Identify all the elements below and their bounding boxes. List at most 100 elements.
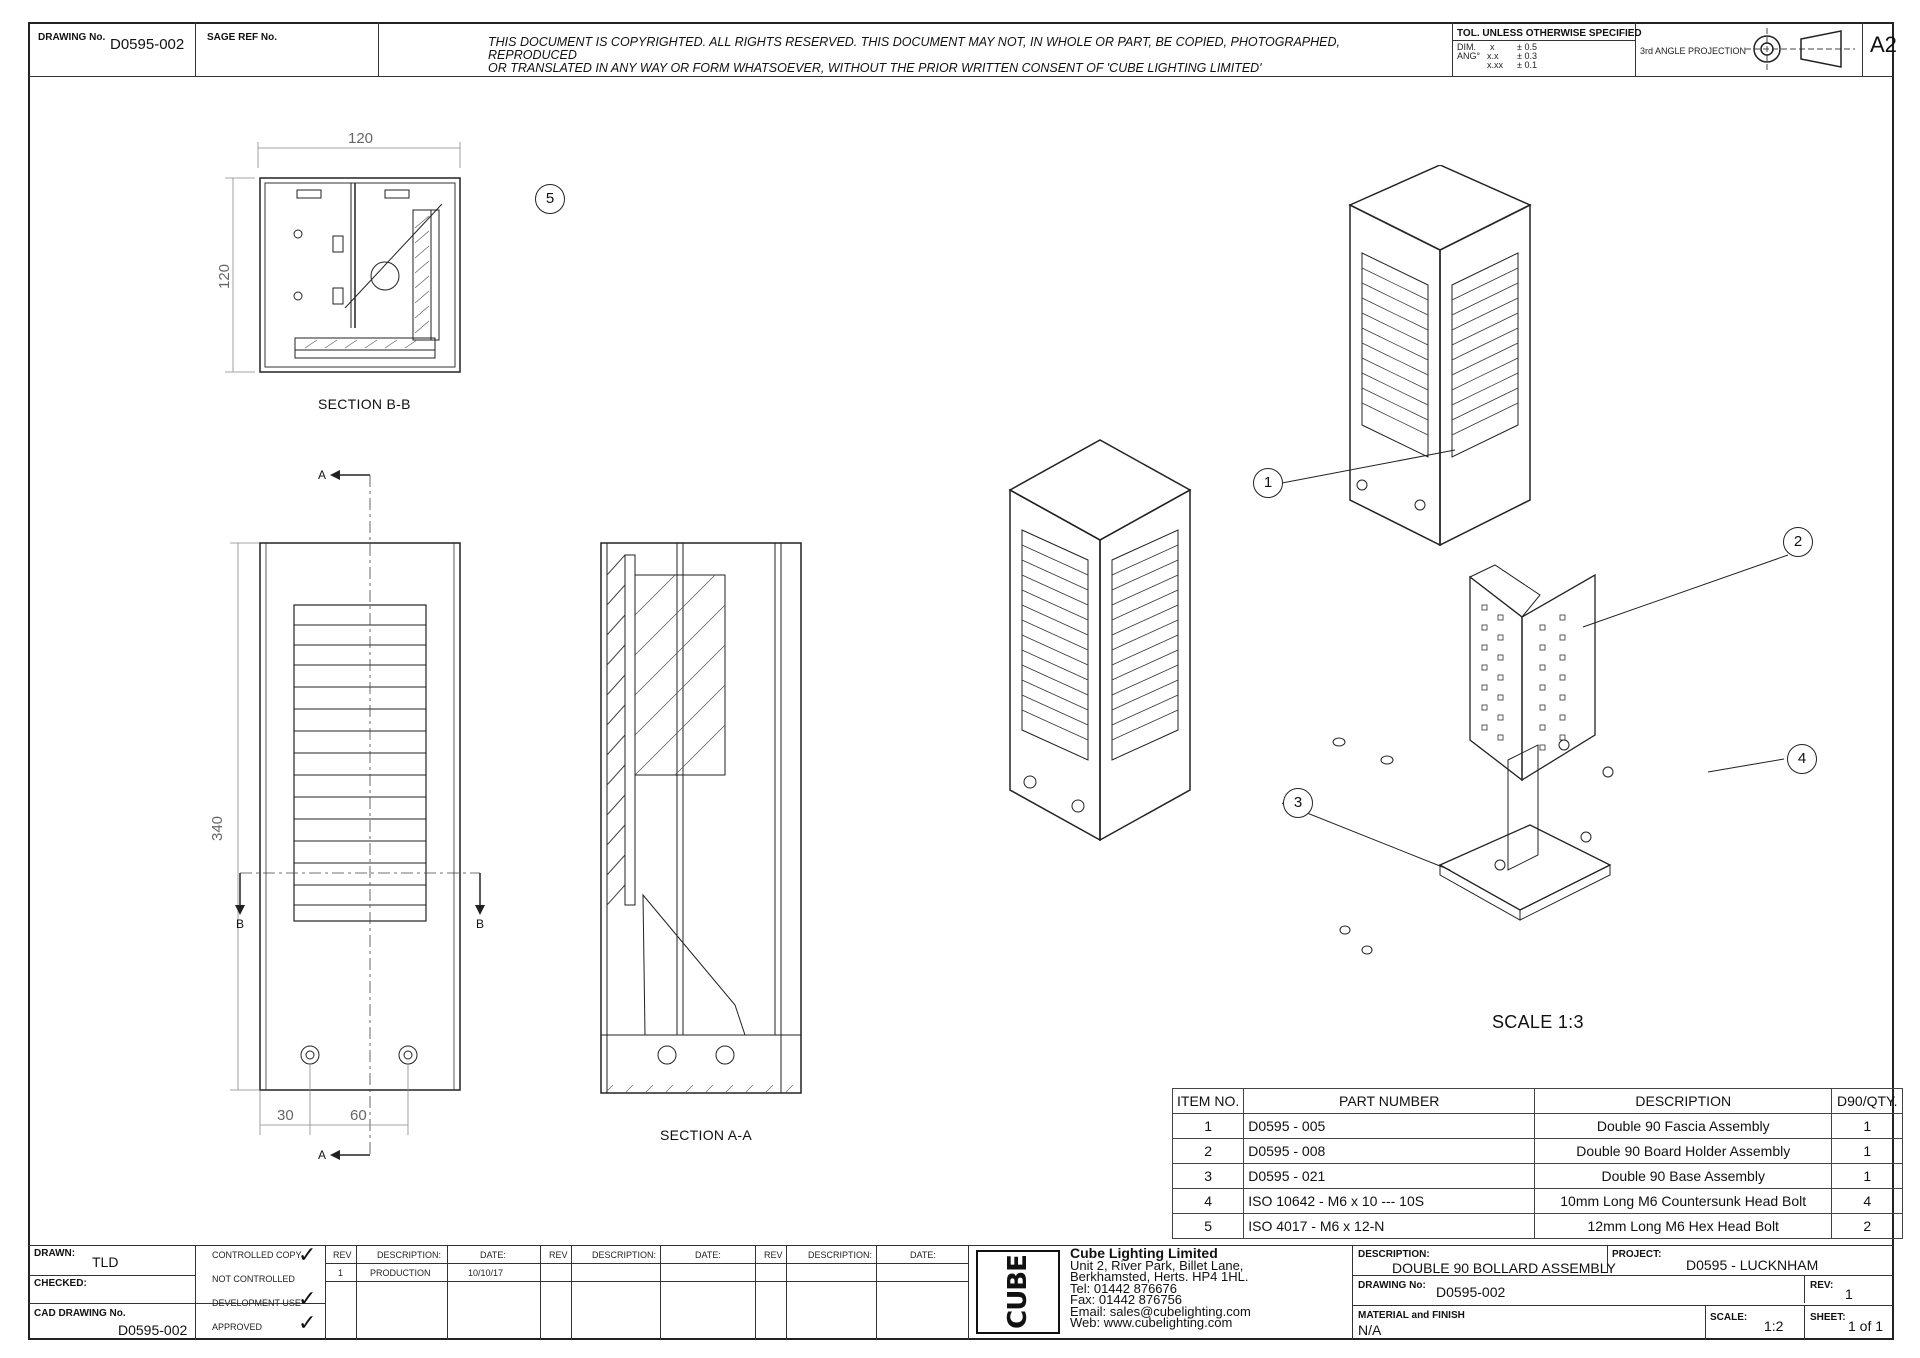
scale-label: SCALE:: [1710, 1312, 1748, 1323]
bill-of-materials: ITEM NO. PART NUMBER DESCRIPTION D90/QTY…: [1171, 1088, 1904, 1239]
bom-qty: 4: [1831, 1188, 1904, 1214]
status-controlled-copy: CONTROLLED COPY: [212, 1250, 302, 1260]
drawing-description: DOUBLE 90 BOLLARD ASSEMBLY: [1392, 1260, 1616, 1276]
tol-xxx-value: ± 0.1: [1517, 60, 1537, 70]
project-name: D0595 - LUCKNHAM: [1686, 1257, 1819, 1273]
company-details: Cube Lighting Limited Unit 2, River Park…: [1070, 1245, 1251, 1330]
section-aa-view: [600, 542, 802, 1094]
bom-item-no: 3: [1171, 1163, 1245, 1189]
titleblock-drawing-no: D0595-002: [1436, 1284, 1506, 1300]
company-tel: Tel: 01442 876676: [1070, 1280, 1177, 1296]
balloon-5: 5: [535, 184, 565, 214]
rev-1-description: PRODUCTION: [370, 1268, 431, 1278]
material-value: N/A: [1358, 1322, 1382, 1338]
rev-description-header-3: DESCRIPTION:: [808, 1250, 873, 1260]
bom-header-item: ITEM NO.: [1171, 1088, 1245, 1114]
projection-label: 3rd ANGLE PROJECTION: [1640, 46, 1747, 56]
bom-description: 12mm Long M6 Hex Head Bolt: [1534, 1213, 1833, 1239]
bom-description: Double 90 Board Holder Assembly: [1534, 1138, 1833, 1164]
rev-header-2: REV: [549, 1250, 568, 1260]
third-angle-projection-icon: [1745, 28, 1855, 70]
section-a-marker-top: A: [318, 468, 327, 482]
dimension-60: 60: [350, 1107, 367, 1124]
bom-header-part: PART NUMBER: [1243, 1088, 1536, 1114]
bom-row: 5 ISO 4017 - M6 x 12-N 12mm Long M6 Hex …: [1171, 1213, 1904, 1239]
bom-item-no: 4: [1171, 1188, 1245, 1214]
rev-description-header-2: DESCRIPTION:: [592, 1250, 657, 1260]
dimension-120-width: 120: [348, 130, 374, 147]
dimension-340-height: 340: [209, 815, 227, 842]
bom-description: Double 90 Fascia Assembly: [1534, 1113, 1833, 1139]
status-approved: APPROVED: [212, 1322, 263, 1332]
rev-date-header-2: DATE:: [695, 1250, 721, 1260]
tol-x-value: ± 0.5: [1517, 42, 1537, 52]
bom-description: 10mm Long M6 Countersunk Head Bolt: [1534, 1188, 1833, 1214]
checked-label: CHECKED:: [34, 1278, 87, 1289]
company-web: Web: www.cubelighting.com: [1070, 1315, 1233, 1330]
bom-row: 1 D0595 - 005 Double 90 Fascia Assembly …: [1171, 1113, 1904, 1139]
rev-1-date: 10/10/17: [468, 1268, 504, 1278]
description-label: DESCRIPTION:: [1358, 1249, 1430, 1260]
section-bb-caption: SECTION B-B: [318, 396, 411, 412]
bom-qty: 1: [1831, 1138, 1904, 1164]
rev-date-header: DATE:: [480, 1250, 506, 1260]
rev-label: REV:: [1810, 1280, 1834, 1291]
tolerance-title: TOL. UNLESS OTHERWISE SPECIFIED: [1457, 28, 1642, 39]
bom-row: 4 ISO 10642 - M6 x 10 --- 10S 10mm Long …: [1171, 1188, 1904, 1214]
hex-bolt-icon: [1339, 925, 1373, 955]
cube-logo-text: CUBE: [1003, 1255, 1033, 1329]
dimension-120-depth: 120: [216, 263, 234, 290]
sheet-value: 1 of 1: [1848, 1318, 1884, 1334]
project-label: PROJECT:: [1612, 1249, 1662, 1260]
countersunk-bolt-icon: [1332, 737, 1394, 765]
bom-part-number: ISO 4017 - M6 x 12-N: [1243, 1213, 1536, 1239]
scale-note: SCALE 1:3: [1492, 1012, 1584, 1032]
rev-description-header: DESCRIPTION:: [377, 1250, 442, 1260]
controlled-copy-check-icon: ✓: [298, 1242, 317, 1267]
company-name: Cube Lighting Limited: [1070, 1245, 1218, 1261]
dimension-30: 30: [277, 1107, 294, 1124]
cad-drawing-label: CAD DRAWING No.: [34, 1308, 126, 1319]
bom-part-number: D0595 - 008: [1243, 1138, 1536, 1164]
rev-header-3: REV: [764, 1250, 783, 1260]
status-development-use: DEVELOPMENT USE: [212, 1298, 301, 1308]
bom-header-row: ITEM NO. PART NUMBER DESCRIPTION D90/QTY…: [1171, 1088, 1904, 1114]
tol-xxx: x.xx: [1487, 60, 1504, 70]
company-email: Email: sales@cubelighting.com: [1070, 1303, 1251, 1319]
bom-header-qty: D90/QTY.: [1831, 1088, 1904, 1114]
cube-logo: CUBE: [976, 1250, 1060, 1334]
drawing-frame: [28, 22, 1894, 1340]
tol-xx-value: ± 0.3: [1517, 51, 1537, 61]
bom-part-number: D0595 - 005: [1243, 1113, 1536, 1139]
company-address-1: Unit 2, River Park, Billet Lane,: [1070, 1257, 1244, 1273]
bom-header-description: DESCRIPTION: [1534, 1088, 1833, 1114]
drawn-by: TLD: [92, 1254, 119, 1270]
bom-row: 2 D0595 - 008 Double 90 Board Holder Ass…: [1171, 1138, 1904, 1164]
bom-item-no: 1: [1171, 1113, 1245, 1139]
section-b-marker-right: B: [476, 917, 485, 931]
section-a-marker-bottom: A: [318, 1148, 327, 1162]
bom-description: Double 90 Base Assembly: [1534, 1163, 1833, 1189]
rev-1-number: 1: [338, 1268, 344, 1278]
company-fax: Fax: 01442 876756: [1070, 1292, 1183, 1307]
development-use-check-icon: ✓: [298, 1286, 317, 1311]
bom-item-no: 5: [1171, 1213, 1245, 1239]
tol-xx: x.x: [1487, 51, 1499, 61]
titleblock-drawing-no-label: DRAWING No:: [1358, 1280, 1426, 1291]
rev-value: 1: [1845, 1286, 1853, 1302]
section-b-marker-left: B: [236, 917, 245, 931]
balloon-3: 3: [1283, 788, 1313, 818]
copyright-notice: THIS DOCUMENT IS COPYRIGHTED. ALL RIGHTS…: [488, 36, 1388, 75]
section-aa-caption: SECTION A-A: [660, 1127, 752, 1143]
rev-header: REV: [333, 1250, 352, 1260]
copyright-line-1: THIS DOCUMENT IS COPYRIGHTED. ALL RIGHTS…: [488, 35, 1340, 62]
status-not-controlled: NOT CONTROLLED: [212, 1274, 295, 1284]
bom-part-number: ISO 10642 - M6 x 10 --- 10S: [1243, 1188, 1536, 1214]
bom-qty: 2: [1831, 1213, 1904, 1239]
balloon-1: 1: [1253, 468, 1283, 498]
leader-lines: [1281, 449, 1789, 871]
bom-item-no: 2: [1171, 1138, 1245, 1164]
company-address-2: Berkhamsted, Herts. HP4 1HL.: [1070, 1269, 1249, 1284]
exploded-isometric-view: [1348, 165, 1614, 921]
bom-qty: 1: [1831, 1113, 1904, 1139]
